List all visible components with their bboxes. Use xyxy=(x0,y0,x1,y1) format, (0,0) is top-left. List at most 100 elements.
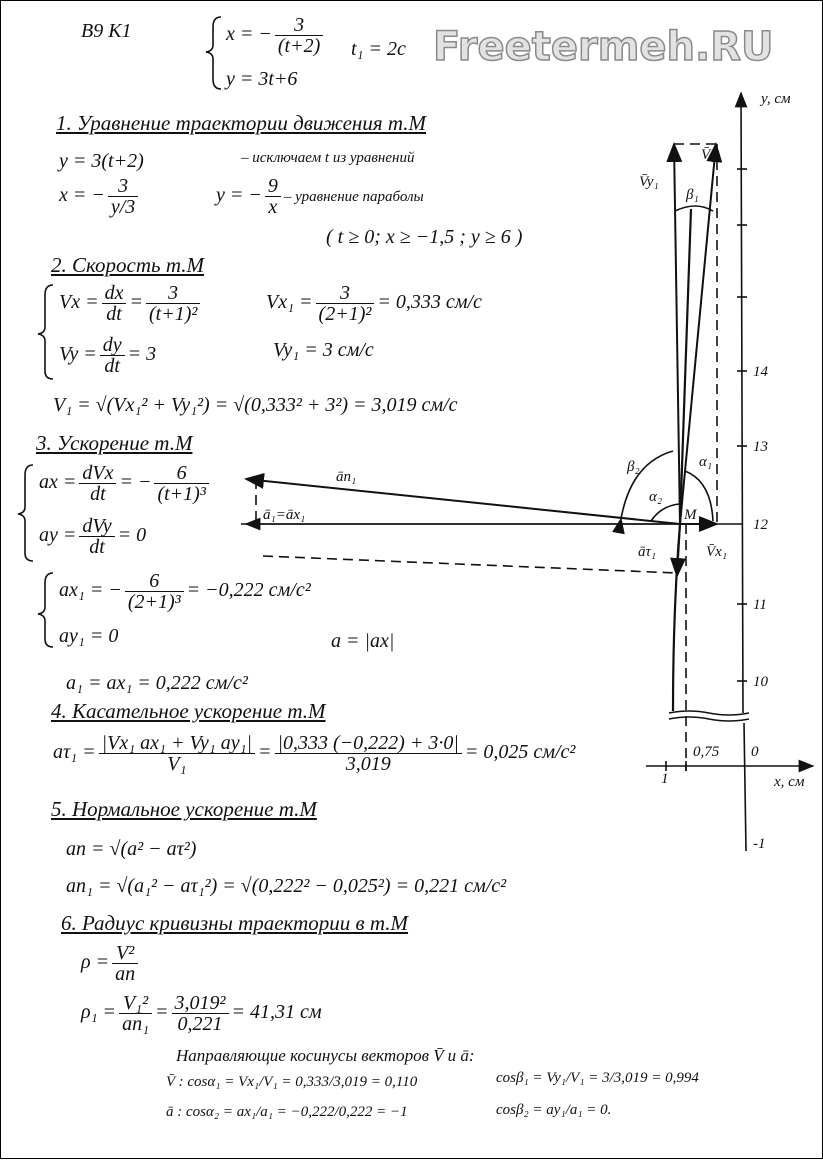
alpha2-arc xyxy=(650,503,680,522)
beta2-arc xyxy=(612,450,674,535)
alpha2-label: α₂ xyxy=(649,489,662,505)
fraction: 3(t+2) xyxy=(274,15,324,56)
a-abs: a = |ax| xyxy=(331,630,395,652)
t: = −0,222 см/с² xyxy=(186,579,311,602)
an1-vector xyxy=(244,472,681,525)
den: (t+1)³ xyxy=(157,483,206,505)
den: y/3 xyxy=(110,196,136,218)
tick-12: 12 xyxy=(753,517,769,533)
vx1-value: Vx₁ =3(2+1)²= 0,333 см/с xyxy=(266,283,482,324)
section-1-title: 1. Уравнение траектории движения т.М xyxy=(56,111,426,135)
variant-label: В9 К1 xyxy=(81,20,132,42)
den: (2+1)³ xyxy=(127,591,181,613)
y-axis-label: y, см xyxy=(759,91,791,107)
num: dVy xyxy=(79,516,115,537)
t: ax = xyxy=(39,471,77,494)
den: an xyxy=(115,963,136,985)
section-3-title: 3. Ускорение т.М xyxy=(36,431,193,455)
x-axis-label: x, см xyxy=(773,774,805,790)
num: dx xyxy=(101,283,127,304)
cos-a-alpha: ā : cosα₂ = ax₁/a₁ = −0,222/0,222 = −1 xyxy=(166,1104,408,1120)
y-axis-lower xyxy=(743,722,747,852)
section-4-title: 4. Касательное ускорение т.М xyxy=(51,699,326,723)
alpha1-arc xyxy=(684,470,714,522)
num: 3 xyxy=(107,176,139,197)
tick-14: 14 xyxy=(753,364,769,380)
t1-value: t₁ = 2c xyxy=(351,38,406,60)
atau-formula: aτ₁ =|Vx₁ ax₁ + Vy₁ ay₁|V₁=|0,333 (−0,22… xyxy=(53,732,576,775)
a1-label: ā₁=āx₁ xyxy=(263,507,305,523)
x-tick-075: 0,75 xyxy=(693,744,720,760)
fraction: 3(t+1)² xyxy=(145,283,201,324)
x-tick-1: 1 xyxy=(661,771,669,787)
den: an₁ xyxy=(122,1013,150,1035)
atau-label: āτ₁ xyxy=(638,544,656,560)
den: 0,221 xyxy=(177,1013,223,1035)
t: = 0 xyxy=(117,524,147,547)
num: 3 xyxy=(274,15,324,36)
cos-a-beta: cosβ₂ = ay₁/a₁ = 0. xyxy=(496,1102,612,1118)
t: aτ₁ = xyxy=(53,741,96,764)
alpha1-label: α₁ xyxy=(699,454,712,470)
t: ax₁ = − xyxy=(59,579,122,602)
num: 6 xyxy=(154,463,209,484)
vy1-vector xyxy=(666,142,683,525)
den: V₁ xyxy=(167,753,187,775)
ax1-value: ax₁ = −6(2+1)³= −0,222 см/с² xyxy=(59,571,311,612)
eq-x: x = −3(t+2) xyxy=(226,15,326,56)
y-axis xyxy=(734,91,748,714)
t: = 0,025 см/с² xyxy=(464,741,576,764)
num: 3 xyxy=(145,283,201,304)
s3-system-brace xyxy=(17,464,34,562)
cos-v-beta: cosβ₁ = Vy₁/V₁ = 3/3,019 = 0,994 xyxy=(496,1070,699,1086)
num: 9 xyxy=(264,176,281,197)
fraction: 6(2+1)³ xyxy=(124,571,184,613)
t: Vx = xyxy=(59,291,99,314)
fraction: |0,333 (−0,222) + 3·0|3,019 xyxy=(274,733,462,774)
t: ay = xyxy=(39,524,77,547)
den: dt xyxy=(90,483,106,505)
y-ticks xyxy=(665,168,747,771)
den: (2+1)² xyxy=(318,303,372,325)
v1-label: V̄₁ xyxy=(701,147,715,163)
beta1-label: β₁ xyxy=(685,187,699,203)
ay1-value: ay₁ = 0 xyxy=(59,625,119,647)
num: |Vx₁ ax₁ + Vy₁ ay₁| xyxy=(98,733,256,754)
s1-domain: ( t ≥ 0; x ≥ −1,5 ; y ≥ 6 ) xyxy=(326,226,523,248)
section-5-title: 5. Нормальное ускорение т.М xyxy=(51,797,317,821)
num: |0,333 (−0,222) + 3·0| xyxy=(274,733,462,754)
den: dt xyxy=(89,536,105,558)
num: V₁² xyxy=(119,993,153,1014)
y-tick-neg1: -1 xyxy=(753,836,766,852)
num: dy xyxy=(99,335,125,356)
s1-line1: y = 3(t+2) xyxy=(59,150,144,172)
v1-vector xyxy=(679,142,723,525)
fraction: 6(t+1)³ xyxy=(154,463,209,505)
eq-x-lhs: x = − xyxy=(226,23,272,46)
cos-v-alpha: V̄ : cosα₁ = Vx₁/V₁ = 0,333/3,019 = 0,11… xyxy=(166,1074,418,1090)
origin-label: 0 xyxy=(751,744,759,760)
section-2-title: 2. Скорость т.М xyxy=(51,253,204,277)
a1-value: a₁ = ax₁ = 0,222 см/с² xyxy=(66,672,248,694)
den: dt xyxy=(104,355,120,377)
point-m-label: M xyxy=(683,507,698,523)
vy1-label: V̄y₁ xyxy=(639,174,659,190)
t: y = − xyxy=(216,184,262,207)
s2-system-brace xyxy=(37,284,54,380)
num: 6 xyxy=(124,571,184,592)
t: Vy = xyxy=(59,343,97,366)
den: dt xyxy=(106,303,122,325)
